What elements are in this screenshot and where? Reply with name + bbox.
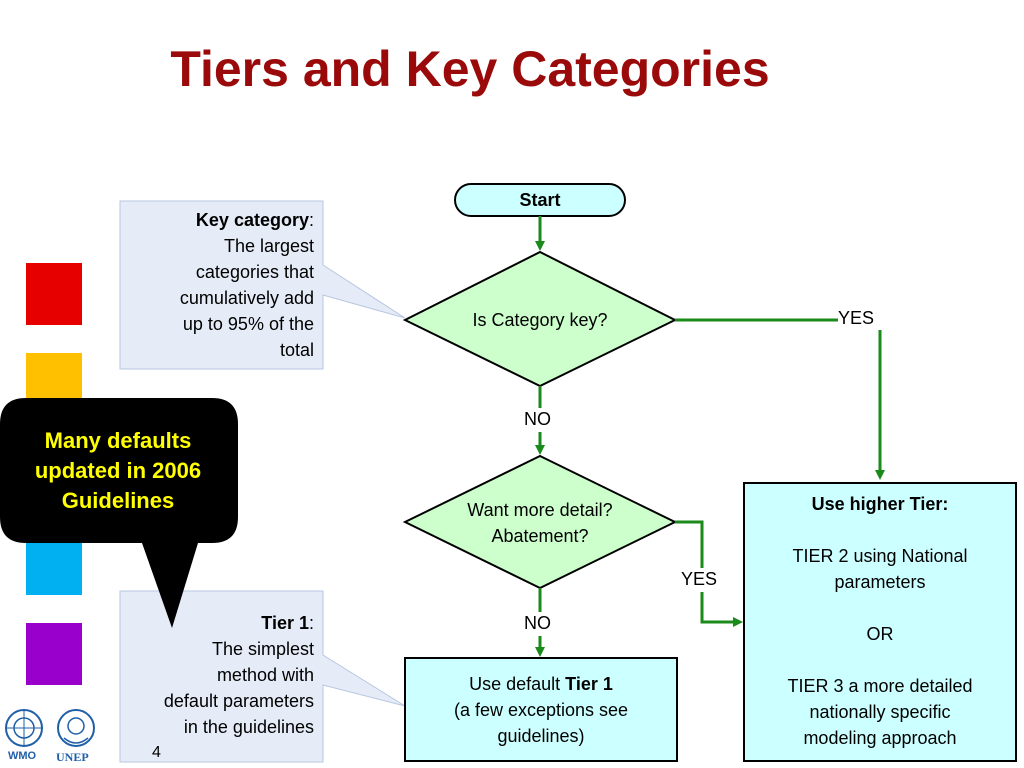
default-tier-bold: Tier 1: [565, 674, 613, 694]
key-line-4: total: [279, 340, 314, 360]
default-line2: (a few exceptions see: [453, 700, 629, 720]
tier-line-1: method with: [216, 665, 314, 685]
higher-line3: TIER 3 a more detailed: [787, 676, 973, 696]
default-line3: guidelines): [497, 726, 585, 746]
speech-bubble-text: Many defaults updated in 2006 Guidelines: [10, 426, 226, 516]
higher-tier-text: Use higher Tier: TIER 2 using National p…: [744, 491, 1016, 751]
default-line1: Use default Tier 1: [405, 671, 677, 697]
spacer: [744, 595, 1016, 621]
key-colon: :: [308, 210, 314, 230]
decision1-label: Is Category key?: [472, 310, 608, 330]
higher-heading: Use higher Tier:: [811, 494, 949, 514]
key-term: Key category: [195, 210, 309, 230]
key-line-2: cumulatively add: [179, 288, 314, 308]
higher-line2: parameters: [834, 572, 926, 592]
higher-line5: modeling approach: [803, 728, 957, 748]
no-label-1: NO: [524, 409, 551, 429]
tier1-text: Tier 1: The simplest method with default…: [124, 610, 314, 740]
key-category-text: Key category: The largest categories tha…: [124, 207, 314, 363]
tier-line-2: default parameters: [163, 691, 314, 711]
default-tier1-box: [404, 657, 678, 762]
purple-square: [26, 623, 82, 685]
blue-square: [26, 533, 82, 595]
yes-label-2: YES: [681, 569, 718, 589]
key-category-callout: [119, 200, 406, 370]
spacer: [744, 647, 1016, 673]
no-label-2: NO: [524, 613, 551, 633]
default-tier1-text: Use default Tier 1 (a few exceptions see…: [405, 671, 677, 749]
speech-bubble: [0, 398, 238, 628]
higher-or: OR: [866, 624, 894, 644]
bubble-line1: Many defaults: [44, 428, 192, 453]
tier-line-3: in the guidelines: [183, 717, 314, 737]
unep-logo-label: UNEP: [56, 750, 89, 764]
start-label: Start: [519, 190, 561, 210]
wmo-logo-icon: [5, 709, 43, 747]
wmo-logo-label: WMO: [8, 750, 37, 762]
tier-term-line: Tier 1:: [124, 610, 314, 636]
bubble-line3: Guidelines: [61, 488, 175, 513]
tier-line-0: The simplest: [211, 639, 314, 659]
decision2-line1: Want more detail?: [467, 500, 613, 520]
arrow-yes2-to-higher-tier: [700, 592, 743, 627]
higher-tier-box: [743, 482, 1017, 762]
tier-colon: :: [308, 613, 314, 633]
higher-line1: TIER 2 using National: [792, 546, 968, 566]
yes-label-1: YES: [838, 308, 875, 328]
default-prefix: Use default: [469, 674, 566, 694]
page-number: 4: [152, 744, 161, 761]
unep-logo-icon: [57, 709, 95, 747]
decision2-line2: Abatement?: [491, 526, 589, 546]
key-term-line: Key category:: [124, 207, 314, 233]
key-line-1: categories that: [195, 262, 314, 282]
tier-term: Tier 1: [261, 613, 309, 633]
slide-title: Tiers and Key Categories: [170, 41, 770, 97]
higher-line4: nationally specific: [809, 702, 951, 722]
spacer: [744, 517, 1016, 543]
decision2-label: Want more detail? Abatement?: [430, 497, 650, 549]
bubble-line2: updated in 2006: [34, 458, 202, 483]
tier1-callout: [119, 590, 406, 763]
key-line-0: The largest: [223, 236, 314, 256]
arrow-yes2-right: [675, 520, 704, 568]
red-square: [26, 263, 82, 325]
key-line-3: up to 95% of the: [182, 314, 314, 334]
